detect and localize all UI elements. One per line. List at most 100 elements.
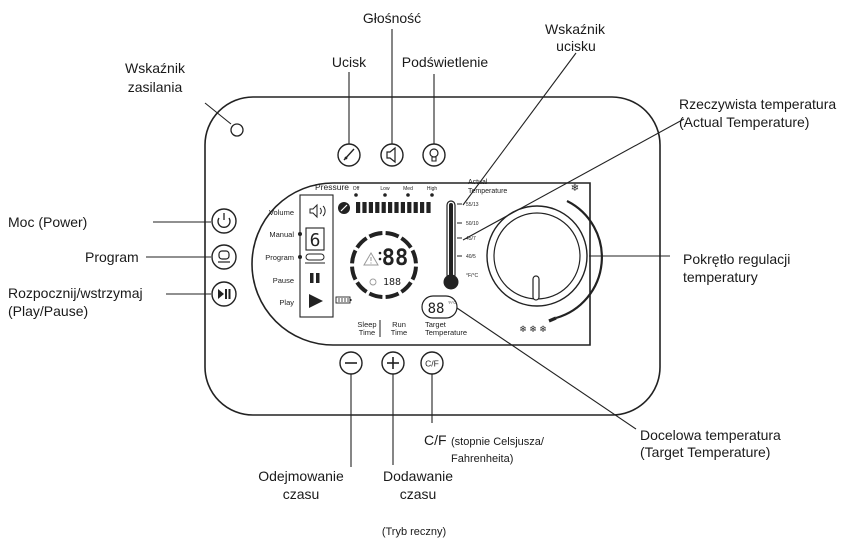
callout-play-pause-2: (Play/Pause) [8,303,88,319]
plus-icon [387,357,399,369]
pressure-segment [381,202,386,213]
pressure-icon [343,148,355,161]
backlight-button[interactable] [422,143,446,167]
warning-icon [363,252,379,266]
callout-cf-main: C/F [424,432,447,448]
callout-backlight: Podświetlenie [402,54,489,70]
time-plus-button[interactable] [381,351,405,375]
cf-icon: C/F [425,359,439,369]
actual-temp-label-2: Temperature [468,188,507,195]
snowflake-icon: ❄ [539,325,547,335]
pressure-segment [413,202,418,213]
cf-button[interactable]: C/F [420,351,444,375]
callout-power-indicator-2: zasilania [128,79,183,95]
callout-time-plus-2: czasu [400,486,437,502]
power-button[interactable] [211,208,237,234]
callout-pressure-indicator-1: Wskaźnik [545,21,606,37]
mode-pause: Pause [273,276,294,285]
callout-time-minus-2: czasu [283,486,320,502]
callout-actual-temp-2: (Actual Temperature) [679,114,809,130]
callout-program: Program [85,249,139,265]
timer-segment [350,249,358,264]
pressure-bar [356,202,431,213]
run-time-label-2: Time [391,328,407,337]
pressure-segment [420,202,425,213]
power-icon [217,213,231,228]
scale-45-7: 45/7 [466,236,476,242]
target-unit: °F/°C [448,301,456,305]
pressure-level-off: Off [353,186,360,192]
volume-button[interactable] [380,143,404,167]
callout-temp-knob-1: Pokrętło regulacji [683,251,790,267]
callout-cf-sub-2: Fahrenheita) [451,453,513,465]
scale-55-13: 55/13 [466,202,479,208]
lcd-panel [251,182,591,346]
timer-segment [400,281,413,294]
timer-segment [385,231,400,239]
pressure-icon [338,202,350,214]
timer-ring [350,231,418,299]
scale-unit: °F/°C [466,273,478,279]
target-temp-label-1: Target [425,320,447,329]
callout-volume: Głośność [363,10,421,26]
actual-temp-label-1: Actual [468,179,488,186]
mode-play: Play [279,298,294,307]
snowflake-icon: ❄ [519,325,527,335]
play-icon [309,294,323,308]
timer-segment [368,291,383,299]
main-digits: 88 [382,246,409,271]
volume-icon [309,203,326,219]
callout-manual-mode: (Tryb reczny) [382,526,446,538]
timer-segment [410,266,418,281]
callout-cf-sub-1: (stopnie Celsjusza/ [451,436,545,448]
callout-temp-knob-2: temperatury [683,269,758,285]
pressure-label: Pressure [315,182,349,192]
callout-pressure: Ucisk [332,54,367,70]
pressure-segment [388,202,393,213]
mode-volume: Volume [269,208,294,217]
backlight-icon [429,148,439,162]
play-pause-icon [218,289,231,299]
callout-target-temp-2: (Target Temperature) [640,444,770,460]
timer-segment [400,236,413,249]
timer-segment [410,249,418,264]
callout-time-minus-1: Odejmowanie [258,468,344,484]
pressure-segment [375,202,380,213]
callout-power: Moc (Power) [8,214,87,230]
sleep-time-label-2: Time [359,328,375,337]
battery-icon [335,296,352,304]
pressure-segment [426,202,431,213]
pause-icon [310,273,314,283]
snowflake-icon: ❄ [529,325,537,335]
callout-play-pause-1: Rozpocznij/wstrzymaj [8,285,143,301]
scale-50-10: 50/10 [466,221,479,227]
pressure-level-high: High [427,186,438,192]
timer-segment [355,281,368,294]
pressure-segment [407,202,412,213]
temperature-knob[interactable] [486,205,588,307]
thermometer-icon [443,200,459,290]
timer-segment [355,236,368,249]
timer-segment [385,291,400,299]
snowflake-icon: ❄ [571,183,579,194]
pressure-segment [356,202,361,213]
target-digits: 88 [428,301,445,317]
callout-power-indicator-1: Wskaźnik [125,60,186,76]
timer-segment [368,231,383,239]
play-pause-button[interactable] [211,281,237,307]
temperature-arc [555,200,603,320]
pressure-segment [394,202,399,213]
mode-program: Program [265,253,294,262]
target-temp-label-2: Temperature [425,328,467,337]
power-indicator-led [230,123,244,137]
pressure-button[interactable] [337,143,361,167]
pressure-segment [400,202,405,213]
program-button[interactable] [211,244,237,270]
mode-manual: Manual [269,230,294,239]
leader-lines [146,29,685,467]
time-minus-button[interactable] [339,351,363,375]
callout-pressure-indicator-2: ucisku [556,38,596,54]
target-temp-box [421,295,458,319]
program-icon [218,250,230,263]
